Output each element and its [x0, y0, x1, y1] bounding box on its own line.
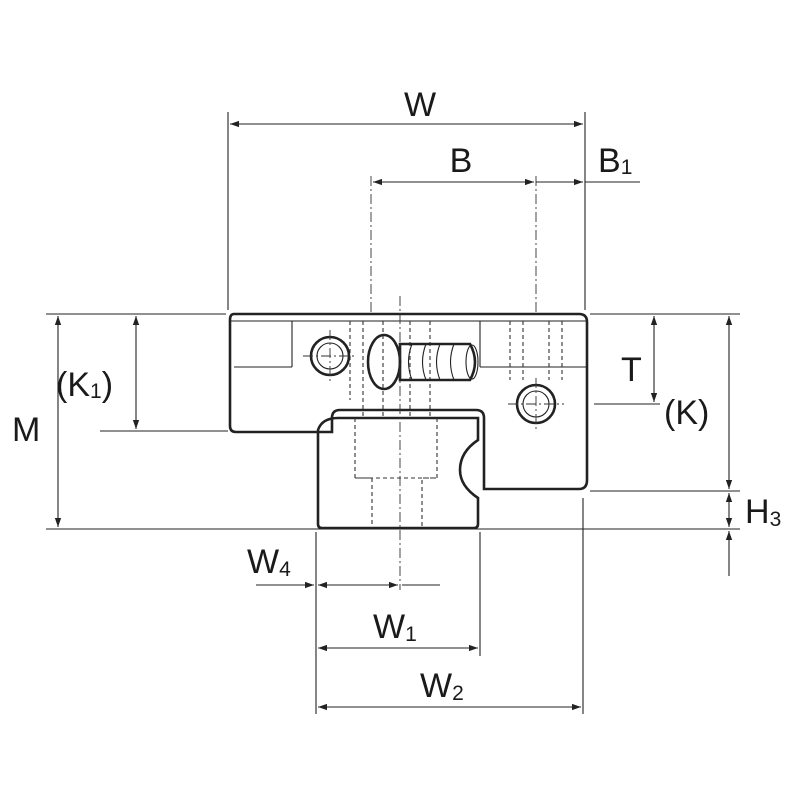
dimension-lines — [54, 120, 733, 711]
rail — [316, 416, 480, 530]
label-B1: B1 — [598, 142, 632, 180]
label-W2: W2 — [420, 667, 464, 705]
label-W1: W1 — [373, 608, 417, 646]
label-W: W — [404, 86, 436, 124]
label-K: (K) — [664, 394, 709, 432]
extension-lines — [46, 112, 740, 714]
bolt-right — [508, 378, 564, 430]
label-B: B — [450, 142, 473, 180]
label-K1: (K1) — [56, 366, 113, 404]
grease-nipple — [366, 333, 479, 391]
carriage-block — [228, 312, 589, 491]
label-W4: W4 — [247, 543, 291, 581]
label-M: M — [12, 411, 40, 449]
label-H3: H3 — [745, 493, 781, 531]
label-T: T — [621, 351, 642, 389]
bolt-left — [303, 330, 357, 382]
